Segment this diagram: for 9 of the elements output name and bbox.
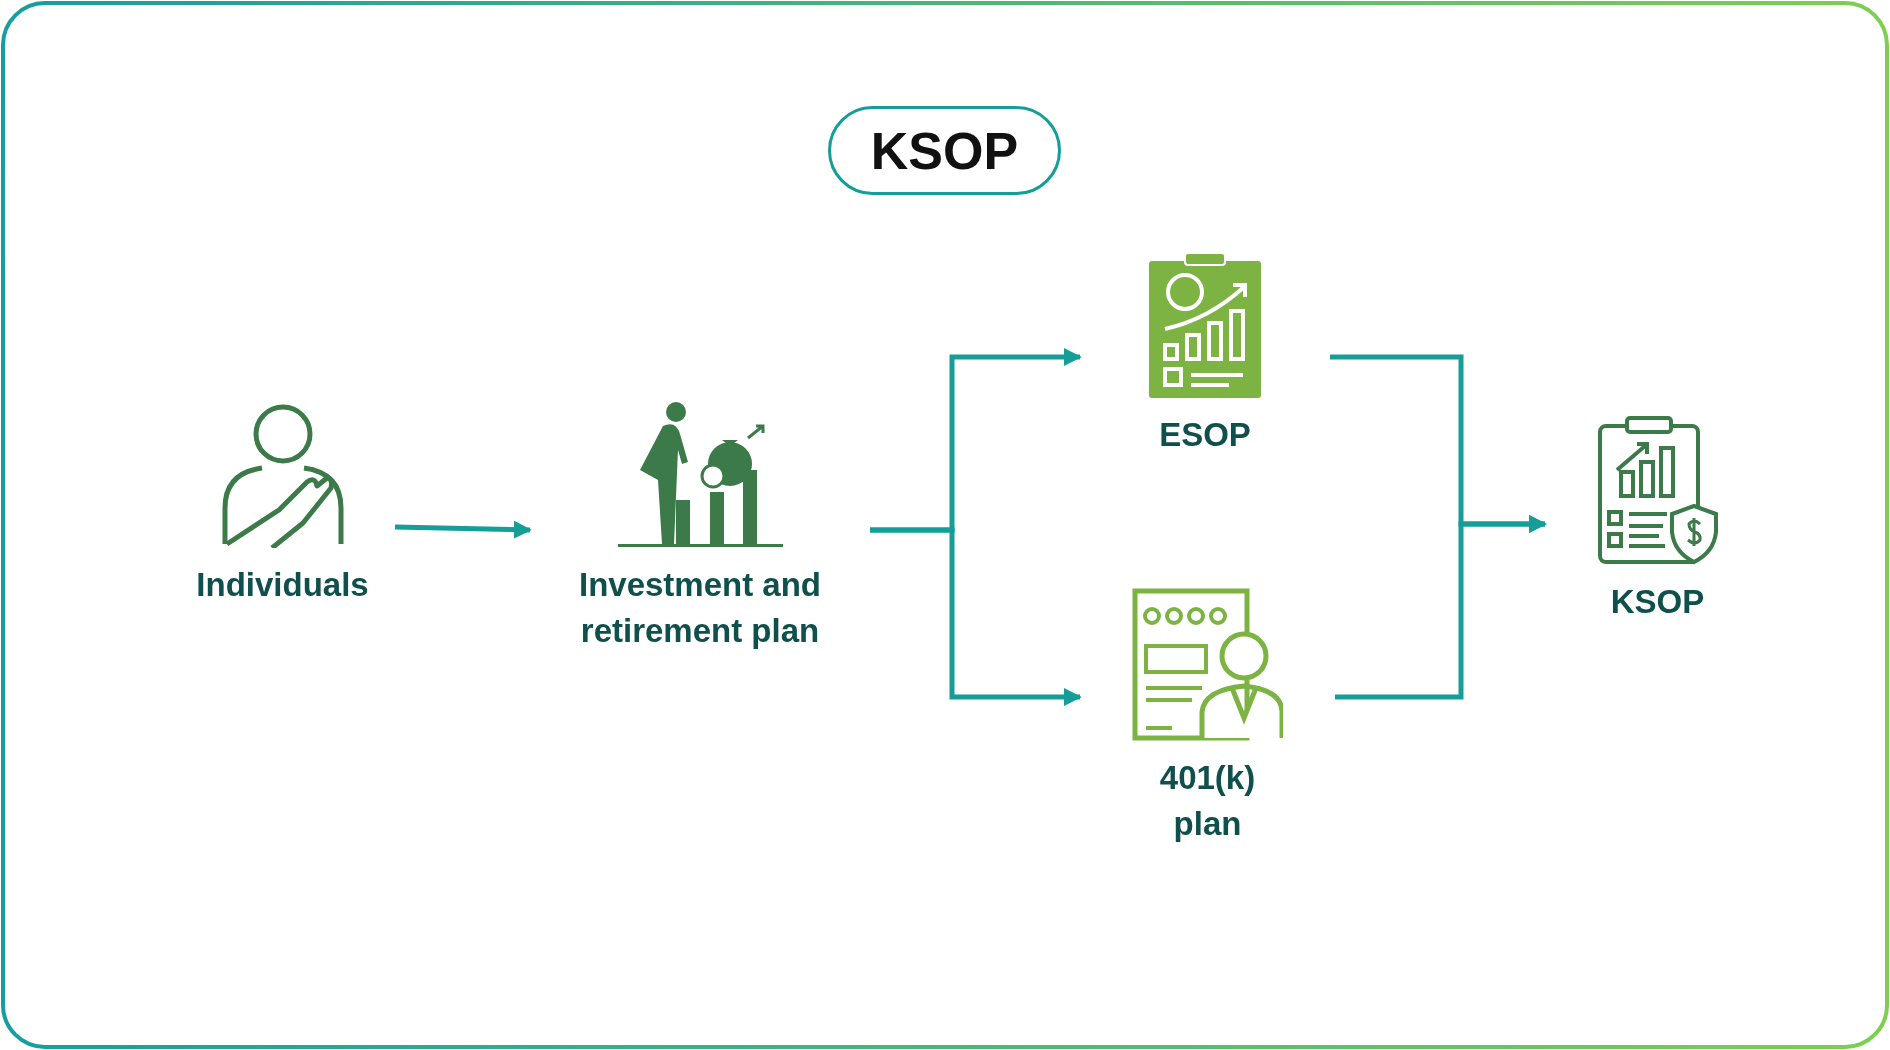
connector-arrow (394, 520, 532, 539)
step-label: KSOP (1610, 582, 1705, 622)
connector-arrow (1335, 515, 1547, 700)
step-label: ESOP (1159, 415, 1251, 455)
step-label: 401(k) plan (1158, 758, 1257, 844)
step-label: Individuals (196, 565, 369, 605)
connector-arrow (870, 527, 1082, 706)
step-label: Investment and retirement plan (577, 565, 823, 651)
title-badge: KSOP (828, 106, 1061, 195)
